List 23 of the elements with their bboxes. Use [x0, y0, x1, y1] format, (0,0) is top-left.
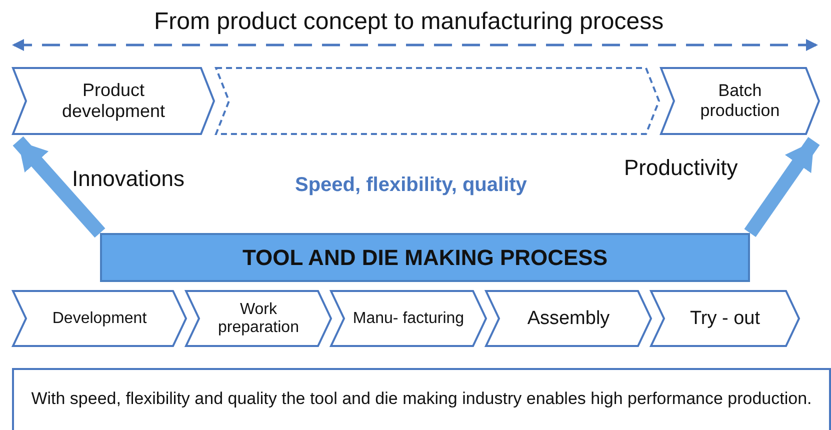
- process-step: [185, 290, 332, 347]
- step-label: Development: [51, 310, 148, 328]
- process-step: [12, 290, 187, 347]
- title-bar: [100, 233, 750, 282]
- step-label: Assembly: [526, 308, 611, 330]
- step-label: Batch production: [699, 81, 781, 121]
- process-title: TOOL AND DIE MAKING PROCESS: [242, 244, 608, 270]
- step-label: Product development: [60, 80, 166, 122]
- note-box: [12, 368, 831, 430]
- process-step: [485, 290, 652, 347]
- process-step: [12, 67, 215, 135]
- block-arrow: [744, 137, 820, 237]
- process-step: [330, 290, 487, 347]
- summary-text: With speed, flexibility and quality the tool and die making industry enables high performance production.: [31, 388, 812, 410]
- subheading-text: Speed, flexibility, quality: [295, 174, 527, 197]
- edge-label: Innovations: [72, 166, 185, 192]
- step-label: Work preparation: [217, 300, 300, 336]
- edge-label: Productivity: [624, 155, 738, 181]
- process-step: [660, 67, 820, 135]
- block-arrow: [12, 136, 106, 238]
- process-step: [650, 290, 800, 347]
- step-label: Try - out: [688, 308, 762, 330]
- step-label: Manu- facturing: [352, 310, 466, 328]
